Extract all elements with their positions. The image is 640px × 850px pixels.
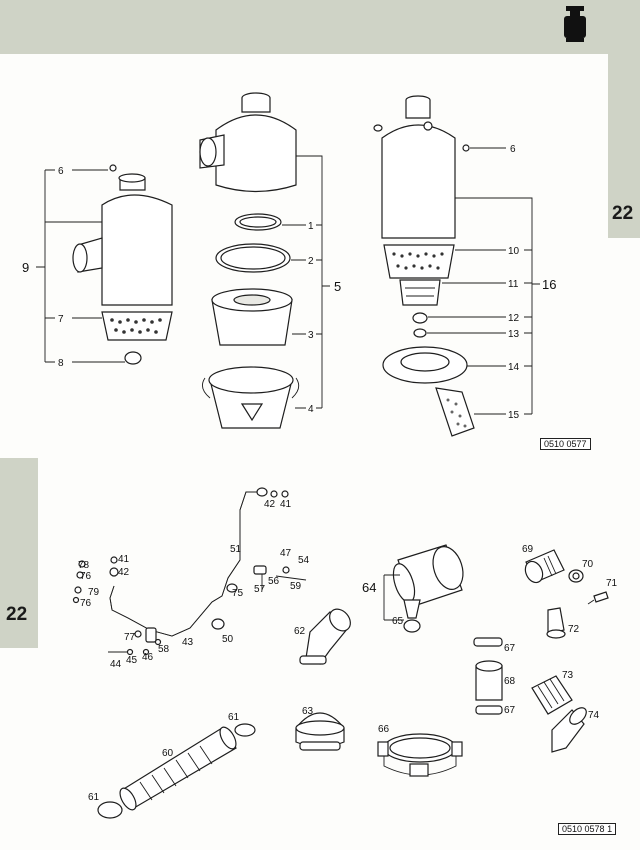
callout-46: 46 — [142, 652, 154, 663]
callout-3: 3 — [308, 330, 314, 341]
top-margin-band — [0, 0, 640, 54]
callout-14: 14 — [508, 362, 520, 373]
callout-75: 75 — [232, 588, 244, 599]
callout-61b: 61 — [88, 792, 100, 803]
pipe-assembly — [72, 487, 307, 656]
callout-70: 70 — [582, 559, 594, 570]
callout-42b: 42 — [118, 567, 130, 578]
band-clamp-66 — [377, 733, 463, 777]
callout-73: 73 — [562, 670, 574, 681]
callout-44: 44 — [110, 659, 122, 670]
figure-reference-bottom: 0510 0578 1 — [558, 823, 617, 835]
air-filter-assembly-9 — [72, 164, 173, 365]
callout-16: 16 — [542, 277, 556, 292]
air-filter-assembly-5 — [199, 92, 300, 429]
callout-13: 13 — [508, 329, 520, 340]
callout-66: 66 — [378, 724, 390, 735]
callout-15: 15 — [508, 410, 520, 421]
callout-56: 56 — [268, 576, 280, 587]
callout-61a: 61 — [228, 712, 240, 723]
callout-65: 65 — [392, 616, 404, 627]
callout-67a: 67 — [504, 643, 516, 654]
callout-7: 7 — [58, 314, 64, 325]
callout-50: 50 — [222, 634, 234, 645]
callout-4: 4 — [308, 404, 314, 415]
section-tab-bottom: 22 — [6, 604, 28, 625]
figure-reference-top: 0510 0577 — [540, 438, 591, 450]
callout-71: 71 — [606, 578, 618, 589]
callout-54: 54 — [298, 555, 310, 566]
section-tab-top: 22 — [612, 203, 634, 224]
callout-57: 57 — [254, 584, 266, 595]
leader-lines-right — [427, 147, 540, 415]
callout-77: 77 — [124, 632, 136, 643]
callout-62: 62 — [294, 626, 306, 637]
callout-8: 8 — [58, 358, 64, 369]
callout-43: 43 — [182, 637, 194, 648]
callout-12: 12 — [508, 313, 520, 324]
elbow-62 — [299, 608, 351, 665]
callout-74: 74 — [588, 710, 600, 721]
callout-67b: 67 — [504, 705, 516, 716]
leader-lines-center — [282, 155, 330, 409]
callout-11: 11 — [508, 279, 519, 290]
callout-78: 78 — [78, 560, 90, 571]
callout-42a: 42 — [264, 499, 276, 510]
cap-63 — [295, 712, 345, 751]
callout-9: 9 — [22, 260, 29, 275]
callout-72: 72 — [568, 624, 580, 635]
callout-5: 5 — [334, 279, 341, 294]
hose-60 — [97, 723, 256, 819]
callout-10: 10 — [508, 246, 520, 257]
callout-45: 45 — [126, 655, 138, 666]
callout-2: 2 — [308, 256, 314, 267]
callout-51: 51 — [230, 544, 242, 555]
callout-64: 64 — [362, 580, 376, 595]
callout-76b: 76 — [80, 598, 92, 609]
right-margin-band — [608, 0, 640, 238]
leader-64 — [383, 574, 404, 621]
left-margin-band — [0, 458, 38, 648]
callout-69: 69 — [522, 544, 534, 555]
callout-68: 68 — [504, 676, 516, 687]
callout-41b: 41 — [118, 554, 130, 565]
air-filter-assembly-16 — [373, 95, 475, 437]
air-filter-icon — [564, 6, 586, 42]
callout-59: 59 — [290, 581, 302, 592]
leader-lines-left — [36, 169, 125, 363]
callout-79: 79 — [88, 587, 100, 598]
callout-47: 47 — [280, 548, 292, 559]
callout-41a: 41 — [280, 499, 292, 510]
parts-69-74 — [473, 549, 609, 753]
callout-60: 60 — [162, 748, 174, 759]
callout-76a: 76 — [80, 571, 92, 582]
callout-58: 58 — [158, 644, 170, 655]
callout-6a: 6 — [58, 166, 64, 177]
callout-1: 1 — [308, 221, 314, 232]
callout-6b: 6 — [510, 144, 516, 155]
precleaner-64 — [392, 544, 464, 633]
callout-63: 63 — [302, 706, 314, 717]
